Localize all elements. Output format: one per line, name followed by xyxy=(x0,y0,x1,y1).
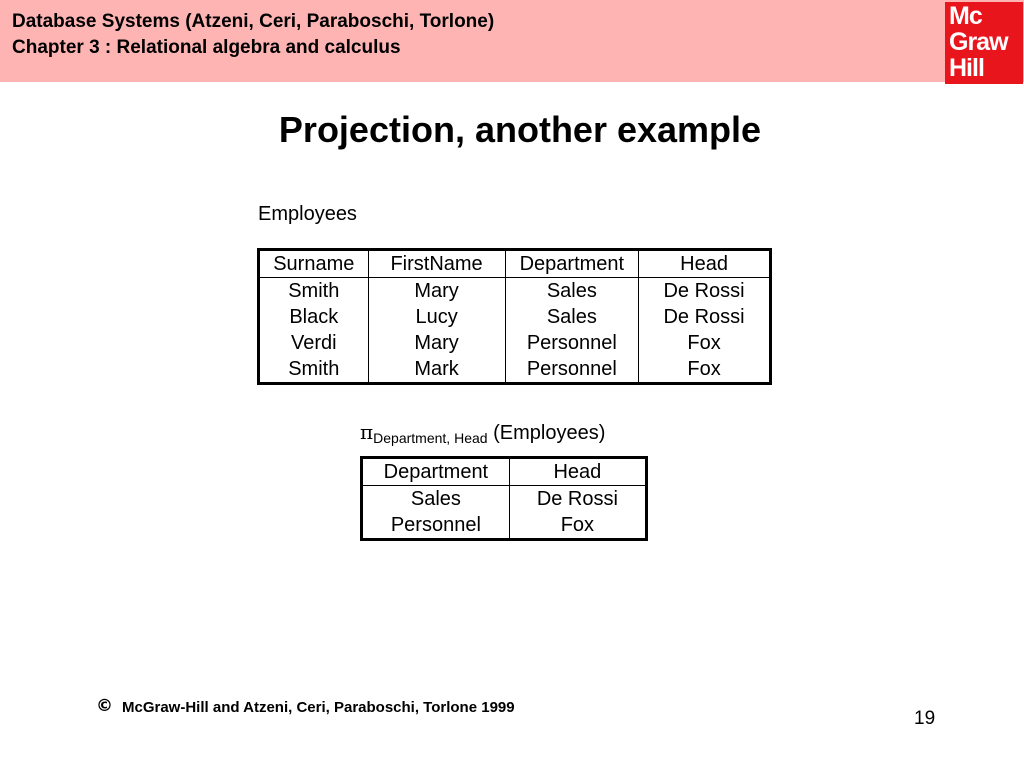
table-row: Smith Mary Sales De Rossi xyxy=(258,277,771,304)
logo-line: Graw xyxy=(949,28,1009,56)
table-cell: De Rossi xyxy=(638,277,771,304)
table-cell: Smith xyxy=(258,277,369,304)
projection-attributes: Department, Head xyxy=(373,430,488,446)
table-row: Verdi Mary Personnel Fox xyxy=(258,330,771,356)
slide-title: Projection, another example xyxy=(278,109,762,150)
table-cell: Personnel xyxy=(504,356,640,384)
table-header-row: Surname FirstName Department Head xyxy=(258,249,771,278)
chapter-title: Chapter 3 : Relational algebra and calcu… xyxy=(12,37,401,58)
table-cell: De Rossi xyxy=(638,304,771,330)
table-cell: Personnel xyxy=(504,330,640,356)
header-band: Database Systems (Atzeni, Ceri, Parabosc… xyxy=(0,0,1024,82)
column-header: Department xyxy=(504,249,640,278)
table-cell: Black xyxy=(258,304,369,330)
employees-table: Surname FirstName Department Head Smith … xyxy=(257,248,772,385)
table-row: Black Lucy Sales De Rossi xyxy=(258,304,771,330)
table-cell: Lucy xyxy=(367,304,506,330)
column-header: Surname xyxy=(258,249,369,278)
column-header: Head xyxy=(508,457,648,486)
copyright-icon: © xyxy=(96,696,113,716)
table-row: Smith Mark Personnel Fox xyxy=(258,356,771,384)
page-number: 19 xyxy=(914,708,936,729)
table-cell: Mary xyxy=(367,330,506,356)
table-row: Sales De Rossi xyxy=(361,485,648,512)
book-title: Database Systems (Atzeni, Ceri, Parabosc… xyxy=(12,11,495,32)
logo-line: Mc xyxy=(949,2,983,30)
column-header: Department xyxy=(361,457,510,486)
table-cell: Sales xyxy=(504,277,640,304)
table-cell: Mary xyxy=(367,277,506,304)
table-cell: Personnel xyxy=(361,512,510,540)
table-cell: Sales xyxy=(361,485,510,512)
table-row: Personnel Fox xyxy=(361,512,648,540)
projection-result-table: Department Head Sales De Rossi Personnel… xyxy=(360,456,648,541)
projection-argument: (Employees) xyxy=(493,422,606,444)
pi-operator: π xyxy=(360,420,374,444)
relation-name: Employees xyxy=(258,203,357,225)
table-cell: Verdi xyxy=(258,330,369,356)
column-header: Head xyxy=(638,249,771,278)
table-cell: Fox xyxy=(638,330,771,356)
table-cell: Mark xyxy=(367,356,506,384)
logo-line: Hill xyxy=(949,54,985,82)
table-cell: Fox xyxy=(638,356,771,384)
table-cell: Sales xyxy=(504,304,640,330)
table-cell: Smith xyxy=(258,356,369,384)
projection-expression: πDepartment, Head (Employees) xyxy=(360,420,605,450)
table-header-row: Department Head xyxy=(361,457,648,486)
table-cell: Fox xyxy=(508,512,648,540)
column-header: FirstName xyxy=(367,249,506,278)
copyright-text: McGraw-Hill and Atzeni, Ceri, Paraboschi… xyxy=(122,699,515,716)
mcgraw-hill-logo: Mc Graw Hill xyxy=(945,2,1023,84)
table-cell: De Rossi xyxy=(508,485,648,512)
